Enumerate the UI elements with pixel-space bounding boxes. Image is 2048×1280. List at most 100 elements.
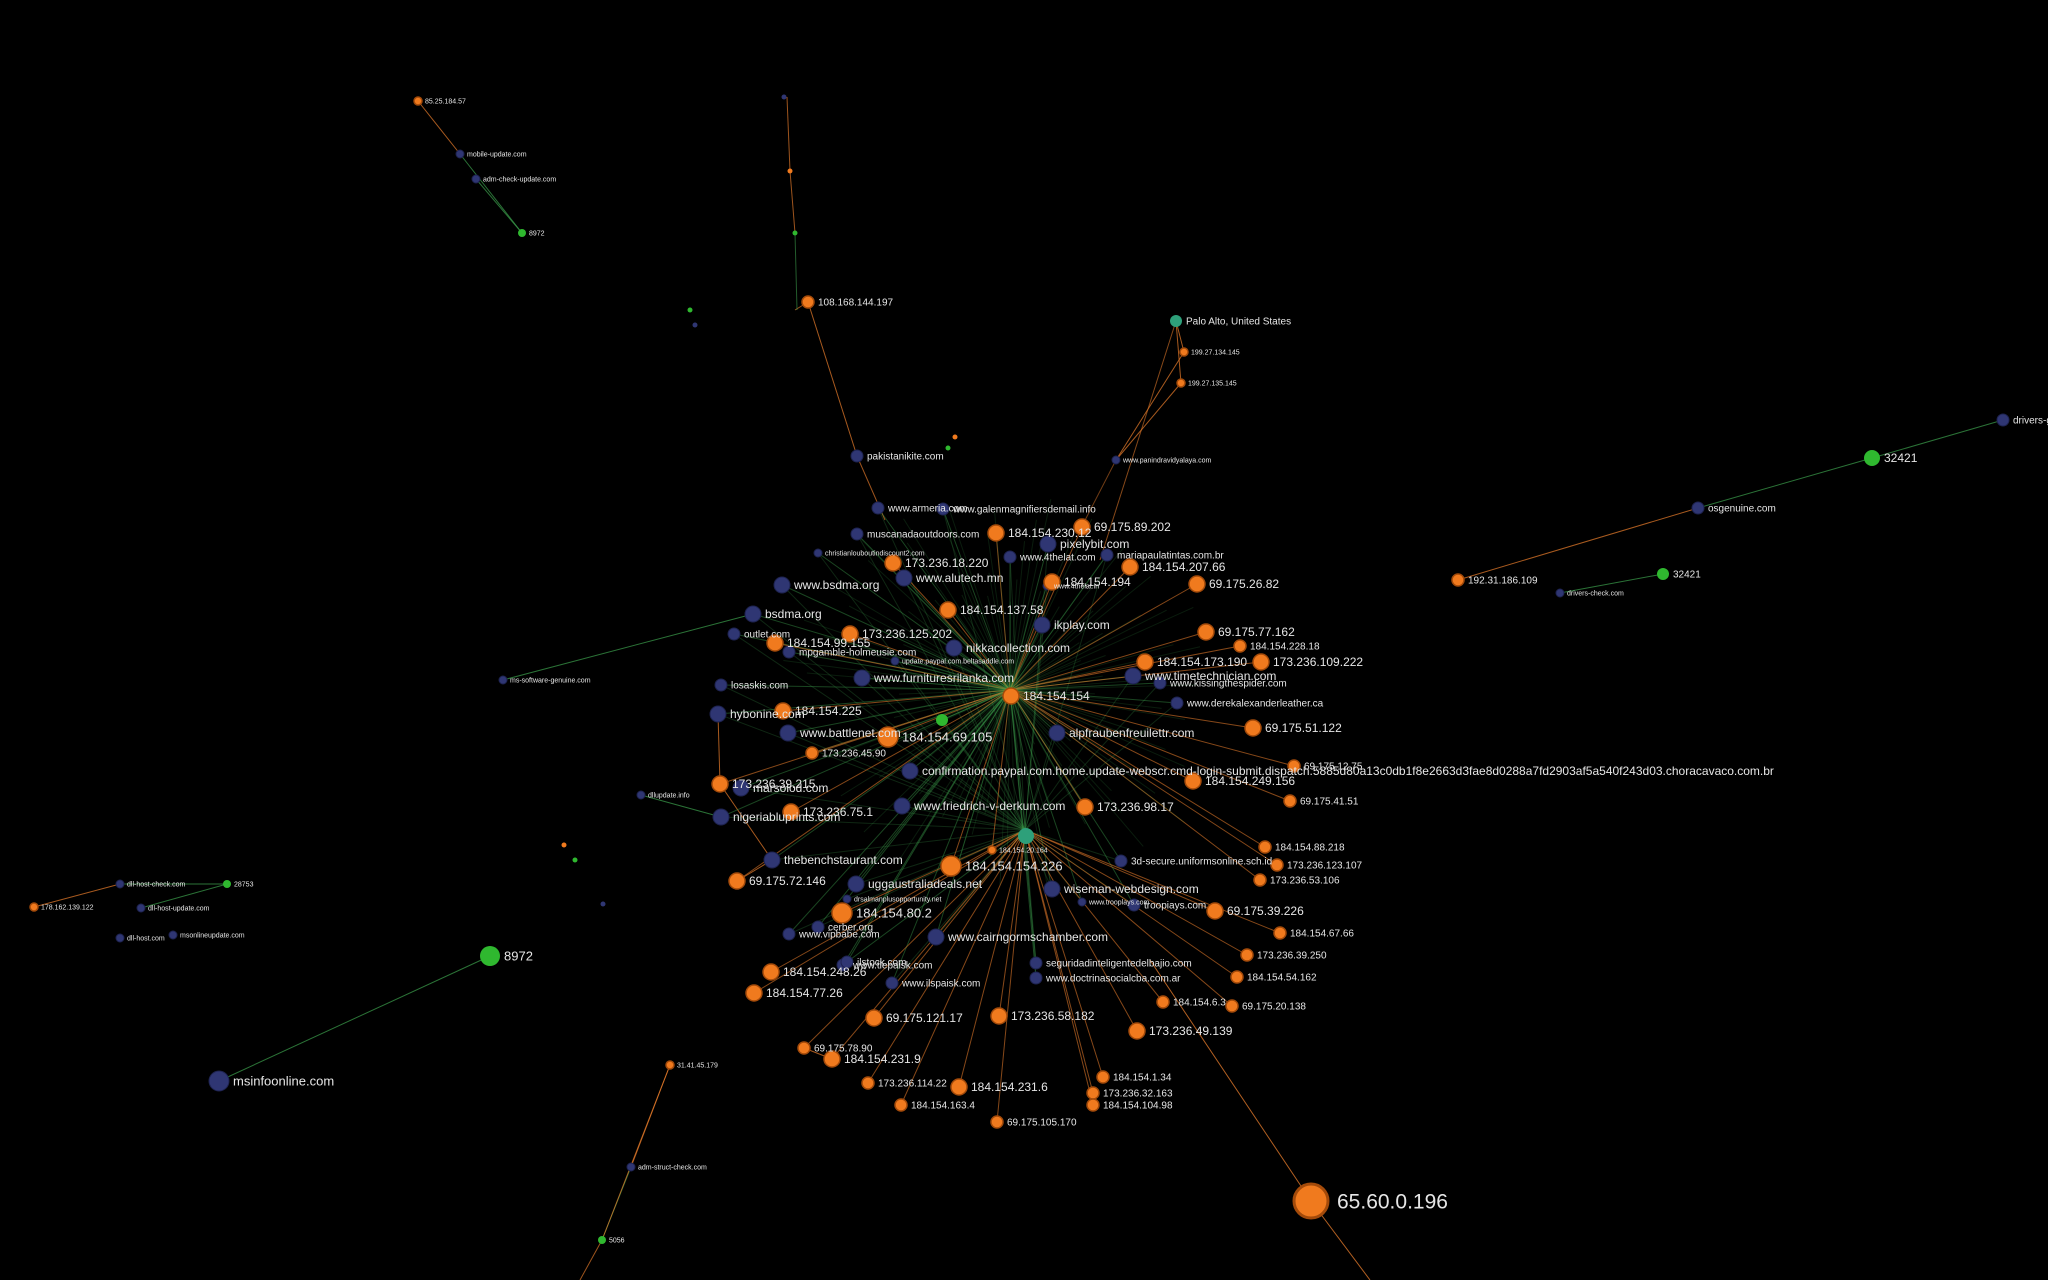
- asn-node[interactable]: [223, 880, 231, 888]
- ip-node[interactable]: [940, 855, 962, 877]
- domain-node[interactable]: [727, 627, 741, 641]
- domain-node[interactable]: [779, 724, 797, 742]
- ip-node[interactable]: [939, 601, 957, 619]
- ip-node[interactable]: [1451, 573, 1465, 587]
- ip-node[interactable]: [1253, 873, 1267, 887]
- ip-node[interactable]: [1086, 1098, 1100, 1112]
- location-node[interactable]: [1018, 828, 1034, 844]
- ip-node[interactable]: [1096, 1070, 1110, 1084]
- domain-node[interactable]: [1029, 971, 1043, 985]
- domain-node[interactable]: [732, 779, 750, 797]
- ip-node[interactable]: [884, 554, 902, 572]
- asn-node[interactable]: [936, 714, 948, 726]
- domain-node[interactable]: [636, 790, 646, 800]
- ip-node[interactable]: [801, 295, 815, 309]
- ip-node[interactable]: [1283, 794, 1297, 808]
- ip-node[interactable]: [894, 1098, 908, 1112]
- domain-node[interactable]: [813, 548, 823, 558]
- ip-node[interactable]: [1197, 623, 1215, 641]
- asn-node[interactable]: [1657, 568, 1669, 580]
- ip-node[interactable]: [950, 1078, 968, 1096]
- ip-node[interactable]: [1128, 1022, 1146, 1040]
- ip-node[interactable]: [1188, 575, 1206, 593]
- domain-node[interactable]: [890, 656, 900, 666]
- domain-node[interactable]: [763, 851, 781, 869]
- domain-node[interactable]: [1003, 550, 1017, 564]
- ip-node[interactable]: [1240, 948, 1254, 962]
- domain-node[interactable]: [850, 527, 864, 541]
- ip-node[interactable]: [987, 524, 1005, 542]
- domain-node[interactable]: [927, 928, 945, 946]
- ip-node[interactable]: [29, 902, 39, 912]
- ip-node[interactable]: [1258, 840, 1272, 854]
- domain-node[interactable]: [168, 930, 178, 940]
- ip-node[interactable]: [1043, 573, 1061, 591]
- ip-node[interactable]: [1136, 653, 1154, 671]
- domain-node[interactable]: [811, 920, 825, 934]
- domain-node[interactable]: [744, 605, 762, 623]
- ip-node[interactable]: [1230, 970, 1244, 984]
- ip-node[interactable]: [987, 845, 997, 855]
- domain-node[interactable]: [895, 569, 913, 587]
- ip-node[interactable]: [782, 803, 800, 821]
- ip-node[interactable]: [762, 963, 780, 981]
- ip-node[interactable]: [1184, 772, 1202, 790]
- domain-node[interactable]: [1114, 854, 1128, 868]
- ip-node[interactable]: [1086, 1086, 1100, 1100]
- ip-node[interactable]: [823, 1050, 841, 1068]
- domain-node[interactable]: [1170, 696, 1184, 710]
- ip-node[interactable]: [1287, 759, 1301, 773]
- domain-node[interactable]: [471, 174, 481, 184]
- ip-node[interactable]: [831, 902, 853, 924]
- ip-node[interactable]: [766, 634, 784, 652]
- domain-node[interactable]: [1039, 535, 1057, 553]
- domain-node[interactable]: [1124, 667, 1142, 685]
- domain-node[interactable]: [1048, 724, 1066, 742]
- ip-node[interactable]: [1292, 1182, 1330, 1220]
- domain-node[interactable]: [1691, 501, 1705, 515]
- ip-node[interactable]: [861, 1076, 875, 1090]
- ip-node[interactable]: [1206, 902, 1224, 920]
- domain-node[interactable]: [1127, 898, 1141, 912]
- ip-node[interactable]: [1002, 687, 1020, 705]
- ip-node[interactable]: [841, 625, 859, 643]
- ip-node[interactable]: [745, 984, 763, 1002]
- ip-node[interactable]: [990, 1007, 1008, 1025]
- ip-node[interactable]: [877, 726, 899, 748]
- ip-node[interactable]: [1244, 719, 1262, 737]
- domain-node[interactable]: [709, 705, 727, 723]
- domain-node[interactable]: [626, 1162, 636, 1172]
- domain-node[interactable]: [1077, 897, 1087, 907]
- location-node[interactable]: [1170, 315, 1182, 327]
- domain-node[interactable]: [712, 808, 730, 826]
- domain-node[interactable]: [136, 903, 146, 913]
- ip-node[interactable]: [1270, 858, 1284, 872]
- domain-node[interactable]: [782, 645, 796, 659]
- ip-node[interactable]: [1273, 926, 1287, 940]
- domain-node[interactable]: [847, 875, 865, 893]
- domain-node[interactable]: [871, 501, 885, 515]
- domain-node[interactable]: [850, 449, 864, 463]
- domain-node[interactable]: [115, 879, 125, 889]
- ip-node[interactable]: [728, 872, 746, 890]
- asn-node[interactable]: [598, 1236, 606, 1244]
- domain-node[interactable]: [782, 927, 796, 941]
- domain-node[interactable]: [853, 669, 871, 687]
- ip-node[interactable]: [805, 746, 819, 760]
- ip-node[interactable]: [1233, 639, 1247, 653]
- domain-node[interactable]: [945, 639, 963, 657]
- ip-node[interactable]: [665, 1060, 675, 1070]
- ip-node[interactable]: [1179, 347, 1189, 357]
- domain-node[interactable]: [208, 1070, 230, 1092]
- asn-node[interactable]: [480, 946, 500, 966]
- ip-node[interactable]: [1076, 798, 1094, 816]
- ip-node[interactable]: [711, 775, 729, 793]
- domain-node[interactable]: [842, 894, 852, 904]
- domain-node[interactable]: [1043, 880, 1061, 898]
- ip-node[interactable]: [865, 1009, 883, 1027]
- domain-node[interactable]: [773, 576, 791, 594]
- ip-node[interactable]: [1073, 518, 1091, 536]
- ip-node[interactable]: [797, 1041, 811, 1055]
- domain-node[interactable]: [1033, 616, 1051, 634]
